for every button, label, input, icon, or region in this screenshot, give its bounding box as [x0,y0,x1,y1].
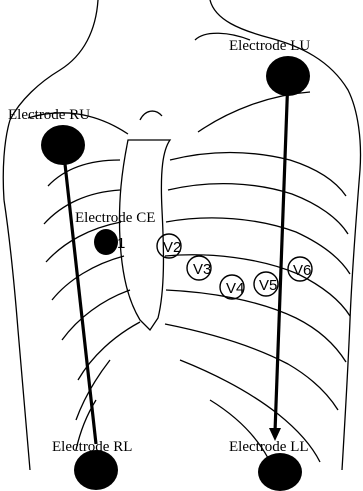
v2-label: V2 [163,239,181,256]
v6-label: V6 [293,262,311,279]
electrode-rl-label: Electrode RL [52,439,132,455]
electrode-ll-label: Electrode LL [229,439,309,455]
v3-label: V3 [193,261,211,278]
electrode-ru-label: Electrode RU [8,107,90,123]
v4-label: V4 [226,280,244,297]
lead-lines [63,76,288,444]
electrode-rl-dot [74,450,118,490]
v5-label: V5 [259,277,277,294]
lead-line-lu-ll [275,76,288,432]
electrode-lu-dot [266,56,310,96]
electrode-ce-label: Electrode CE [75,210,155,226]
v1-label: V1 [107,235,125,252]
electrode-ru-dot [41,125,85,165]
electrode-ll-dot [258,453,302,491]
lead-line-ru-rl [63,146,96,444]
electrode-lu-label: Electrode LU [229,38,310,54]
